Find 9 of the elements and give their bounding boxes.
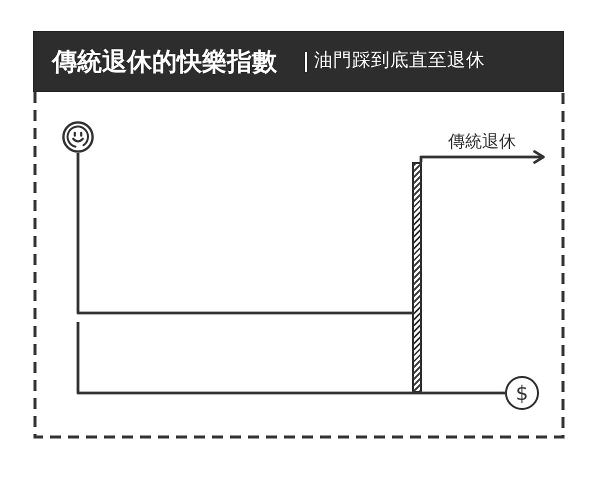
connector-line [76, 153, 412, 314]
subtitle: 油門踩到底直至退休 [314, 50, 485, 73]
connector-line [76, 322, 505, 394]
arrow [420, 150, 545, 164]
edge-label: 傳統退休 [446, 132, 518, 152]
dollar-circle: $ [505, 376, 539, 410]
title: 傳統退休的快樂指數 [52, 48, 277, 75]
hatched-bar [412, 162, 422, 393]
smiley-icon [62, 121, 94, 153]
